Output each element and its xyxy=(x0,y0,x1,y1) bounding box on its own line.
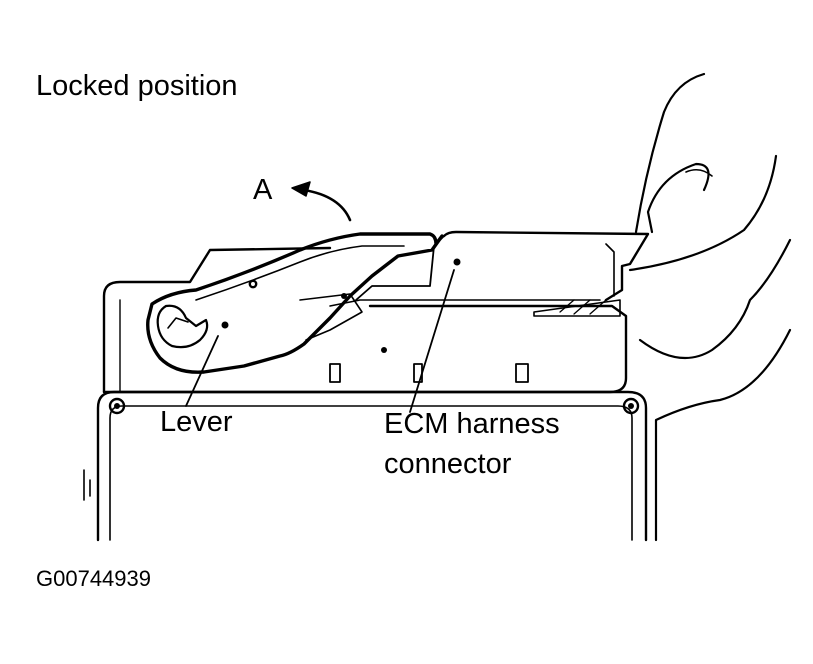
lever-leader-line xyxy=(185,335,219,407)
hand xyxy=(628,72,792,542)
connector-housing xyxy=(102,246,628,394)
callout-a-label: A xyxy=(253,174,273,206)
ecm-leader-line xyxy=(409,269,455,413)
arrow-a xyxy=(291,181,352,222)
screw-right-icon xyxy=(622,397,640,415)
lever-label: Lever xyxy=(160,406,233,438)
lever-pivot-cam xyxy=(156,304,209,349)
ecm-harness-connector xyxy=(355,230,650,302)
lever xyxy=(146,232,444,374)
screw-left-icon xyxy=(108,397,126,415)
figure-id: G00744939 xyxy=(36,566,151,591)
ecm-harness-connector-label: ECM harness connector xyxy=(384,404,560,484)
ecm-label-line2: connector xyxy=(384,448,512,480)
diagram-title: Locked position xyxy=(36,70,238,102)
ecm-label-line1: ECM harness xyxy=(384,408,560,440)
